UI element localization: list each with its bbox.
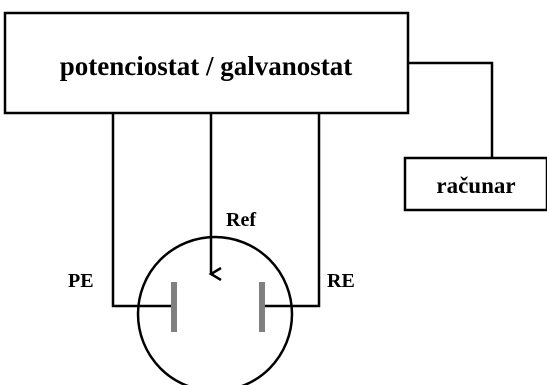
- computer-box: [403, 156, 547, 212]
- reference-electrode-label: Ref: [226, 209, 256, 231]
- computer-connection-wire: [408, 61, 494, 158]
- counter-electrode-wire: [111, 113, 174, 308]
- computer-label: računar: [436, 173, 515, 198]
- potentiostat-label: potenciostat / galvanostat: [60, 51, 353, 81]
- counter-electrode-label: PE: [68, 270, 94, 292]
- potentiostat-box: [3, 11, 410, 115]
- working-electrode-label: RE: [327, 270, 355, 292]
- working-electrode-wire: [262, 113, 321, 308]
- electrochemical-cell: [136, 235, 294, 385]
